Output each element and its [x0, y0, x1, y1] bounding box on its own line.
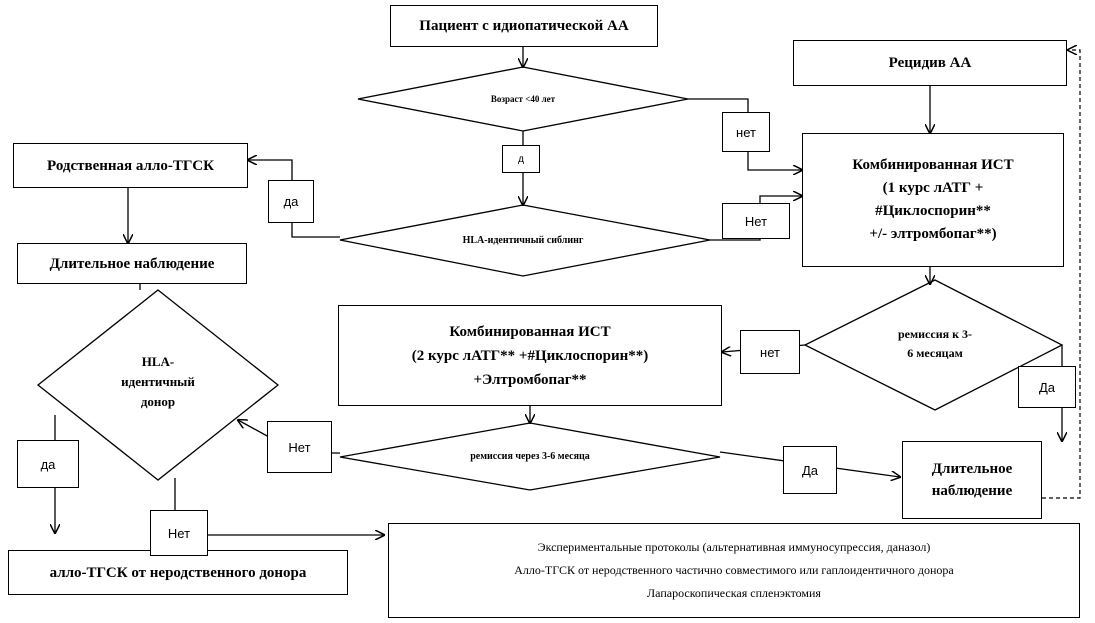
combined-ist-2-line-1: Комбинированная ИСТ — [449, 323, 611, 340]
hla-donor-text: HLA- идентичный донор — [98, 340, 218, 424]
remission-2-yes-label: Да — [783, 446, 837, 494]
patient-box: Пациент с идиопатической АА — [390, 5, 658, 47]
hla-sibling-diamond — [339, 204, 711, 277]
donor-no-label: Нет — [150, 510, 208, 556]
combined-ist-1-line-4: +/- элтромбопаг**) — [869, 226, 997, 243]
long-observation-left-box: Длительное наблюдение — [17, 243, 247, 284]
long-observation-right-line-1: Длительное — [931, 460, 1013, 477]
remission-1-yes-label: Да — [1018, 366, 1076, 408]
combined-ist-1-line-3: #Циклоспорин** — [875, 203, 991, 219]
combined-ist-2-line-2: (2 курс лАТГ** +#Циклоспорин**) — [411, 347, 649, 364]
related-transplant-label: Родственная алло-ТГСК — [47, 157, 214, 174]
relapse-box: Рецидив АА — [793, 40, 1067, 86]
combined-ist-2-box: Комбинированная ИСТ (2 курс лАТГ** +#Цик… — [338, 305, 722, 406]
experimental-line-2: Алло-ТГСК от неродственного частично сов… — [514, 563, 954, 578]
related-transplant-box: Родственная алло-ТГСК — [13, 143, 248, 188]
remission-after-text: ремиссия через 3-6 месяца — [470, 451, 590, 462]
age-yes-label: д — [502, 145, 540, 173]
hla-donor-diamond — [36, 289, 280, 481]
unrelated-transplant-box: алло-ТГСК от неродственного донора — [8, 550, 348, 595]
patient-label: Пациент с идиопатической АА — [419, 18, 629, 34]
combined-ist-1-line-1: Комбинированная ИСТ — [852, 156, 1014, 173]
hla-sibling-text: HLA-идентичный сиблинг — [462, 235, 584, 246]
hla-donor-line-2: идентичный — [121, 373, 195, 389]
remission-3-6-text: ремиссия к 3- 6 месяцам — [870, 320, 1000, 368]
unrelated-transplant-label: алло-ТГСК от неродственного донора — [49, 564, 307, 581]
remission-after-diamond — [339, 422, 721, 491]
experimental-line-1: Экспериментальные протоколы (альтернатив… — [537, 540, 931, 555]
remission-3-6-diamond — [803, 279, 1064, 411]
long-observation-right-box: Длительное наблюдение — [902, 441, 1042, 519]
donor-yes-label: да — [17, 440, 79, 488]
experimental-protocols-box: Экспериментальные протоколы (альтернатив… — [388, 523, 1080, 618]
remission-3-6-line-2: 6 месяцам — [907, 346, 963, 360]
remission-1-no-label: нет — [740, 330, 800, 374]
relapse-label: Рецидив АА — [888, 55, 972, 71]
long-observation-right-line-2: наблюдение — [931, 483, 1013, 499]
sibling-no-label: Нет — [722, 203, 790, 239]
combined-ist-1-line-2: (1 курс лАТГ + — [882, 179, 984, 196]
experimental-line-3: Лапароскопическая спленэктомия — [647, 585, 821, 600]
combined-ist-1-box: Комбинированная ИСТ (1 курс лАТГ + #Цикл… — [802, 133, 1064, 267]
long-observation-left-label: Длительное наблюдение — [49, 255, 215, 272]
hla-donor-line-3: донор — [140, 394, 176, 410]
remission-2-no-label: Нет — [267, 421, 332, 473]
hla-donor-line-1: HLA- — [141, 353, 175, 369]
remission-3-6-line-1: ремиссия к 3- — [897, 327, 973, 342]
age-question-text: Возраст <40 лет — [490, 93, 556, 104]
sibling-yes-label: да — [268, 180, 314, 223]
combined-ist-2-line-3: +Элтромбопаг** — [473, 371, 587, 388]
age-no-label: нет — [722, 112, 770, 152]
